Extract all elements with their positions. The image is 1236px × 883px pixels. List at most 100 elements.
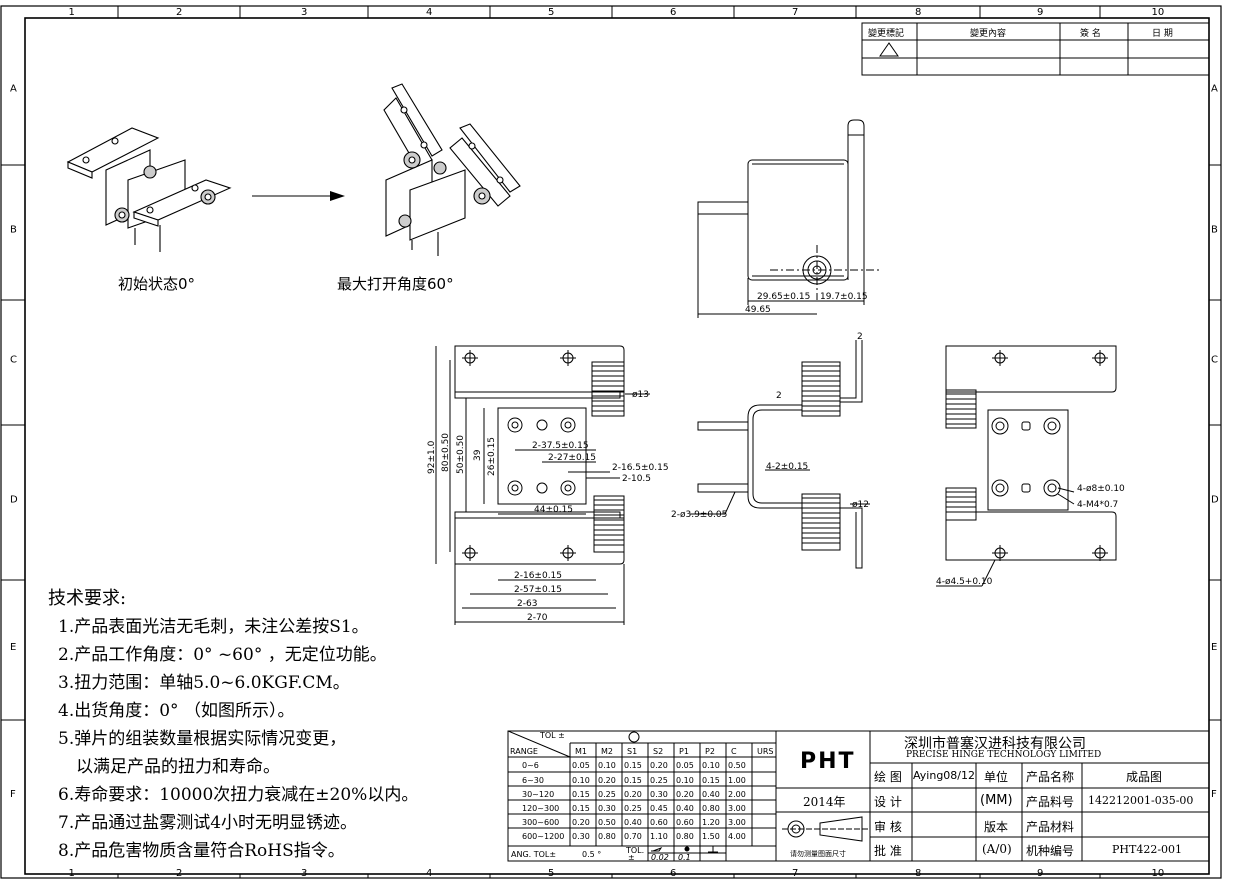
tol-cell: 0.30 bbox=[650, 790, 668, 799]
zone-row-label: F bbox=[1211, 789, 1217, 800]
tol-header: S1 bbox=[627, 747, 637, 756]
svg-text:PHT: PHT bbox=[800, 749, 856, 774]
zone-row-label: B bbox=[1211, 225, 1218, 236]
tol-cell: 0.10 bbox=[598, 761, 616, 770]
check-label: 审 核 bbox=[874, 820, 902, 834]
dim-2-mid: 2 bbox=[776, 391, 782, 401]
zone-row-label: E bbox=[1211, 642, 1217, 653]
version-label: 版本 bbox=[984, 820, 1009, 834]
tol-cell: 0.70 bbox=[624, 832, 642, 841]
tol-cell: 0.15 bbox=[572, 790, 590, 799]
tol-cell: 0.80 bbox=[598, 832, 616, 841]
requirement-item: 8.产品危害物质含量符合RoHS指令。 bbox=[58, 841, 345, 861]
tol-cell: 0.60 bbox=[650, 818, 668, 827]
tol-cell: 0.20 bbox=[572, 818, 590, 827]
zone-col-label: 6 bbox=[670, 7, 676, 18]
tol-cell: 4.00 bbox=[728, 832, 746, 841]
unit-label: 单位 bbox=[984, 770, 1009, 784]
tol-cell: 0.15 bbox=[624, 761, 642, 770]
hinge-open-illustration bbox=[383, 83, 521, 256]
tol-cell: 0.05 bbox=[676, 761, 694, 770]
runout-value: 0.1 bbox=[678, 853, 691, 862]
front-view bbox=[435, 345, 650, 625]
tol-cell: 3.00 bbox=[728, 804, 746, 813]
dim-2-top: 2 bbox=[857, 332, 863, 342]
tolerance-table bbox=[507, 730, 777, 862]
zone-col-label: 6 bbox=[670, 868, 676, 879]
tol-cell: 0.45 bbox=[650, 804, 668, 813]
zone-row-label: B bbox=[10, 225, 17, 236]
tol-cell: 0.80 bbox=[676, 832, 694, 841]
product-name-label: 产品名称 bbox=[1026, 770, 1075, 784]
caption-max-open: 最大打开角度60° bbox=[337, 275, 454, 293]
ang-tol-label: ANG. TOL± bbox=[511, 850, 556, 859]
zone-col-label: 2 bbox=[176, 7, 182, 18]
tol-header: S2 bbox=[653, 747, 663, 756]
dim-19-7: 19.7±0.15 bbox=[820, 292, 868, 302]
tol-header: C bbox=[731, 747, 737, 756]
middle-view bbox=[690, 340, 870, 569]
requirement-item: 7.产品通过盐雾测试4小时无明显锈迹。 bbox=[58, 813, 358, 833]
right-view bbox=[936, 345, 1117, 587]
tol-range: 300~600 bbox=[522, 818, 559, 827]
tol-cell: 0.05 bbox=[572, 761, 590, 770]
part-number-value: 142212001-035-00 bbox=[1088, 794, 1194, 807]
zone-row-label: C bbox=[1211, 355, 1218, 366]
ang-tol-value: 0.5 ° bbox=[582, 850, 601, 859]
revision-mark-header: 變更標記 bbox=[868, 29, 905, 39]
unit-value: (MM) bbox=[980, 793, 1013, 808]
model-value: PHT422-001 bbox=[1112, 843, 1183, 856]
tol-cell: 0.15 bbox=[572, 804, 590, 813]
tol-header: M1 bbox=[575, 747, 587, 756]
requirement-item: 1.产品表面光洁无毛刺，未注公差按S1。 bbox=[58, 617, 369, 637]
dim-phi-4-5: 4-ø4.5+0.10 bbox=[936, 577, 993, 587]
model-label: 机种编号 bbox=[1026, 844, 1075, 858]
tol-cell: 1.10 bbox=[650, 832, 668, 841]
revision-date-header: 日 期 bbox=[1152, 29, 1173, 39]
tol-cell: 1.50 bbox=[702, 832, 720, 841]
tol-range: 600~1200 bbox=[522, 832, 564, 841]
dim-29-65: 29.65±0.15 bbox=[757, 292, 810, 302]
tol-cell: 0.50 bbox=[598, 818, 616, 827]
state-arrow bbox=[252, 191, 345, 201]
zone-col-label: 8 bbox=[915, 7, 921, 18]
zone-row-label: D bbox=[10, 495, 18, 506]
requirement-item: 以满足产品的扭力和寿命。 bbox=[76, 757, 280, 777]
tol-cell: 0.40 bbox=[624, 818, 642, 827]
tol-cell: 0.10 bbox=[572, 776, 590, 785]
tol-range: 0~6 bbox=[522, 761, 539, 770]
technical-requirements: 技术要求: 1.产品表面光洁无毛刺，未注公差按S1。 2.产品工作角度：0° ~… bbox=[48, 585, 508, 865]
revision-content-header: 變更內容 bbox=[970, 29, 1007, 39]
tol-corner-bottom: RANGE bbox=[510, 747, 538, 756]
company-name-cn: 深圳市普塞汉进科技有限公司 bbox=[904, 736, 1086, 752]
dim-57: 2-57±0.15 bbox=[514, 585, 562, 595]
dim-80: 80±0.50 bbox=[441, 433, 451, 472]
tol-range: 120~300 bbox=[522, 804, 559, 813]
tol-cell: 1.00 bbox=[728, 776, 746, 785]
tol-range: 30~120 bbox=[522, 790, 554, 799]
projection-cone-icon bbox=[819, 816, 863, 842]
tol-header: URS bbox=[757, 747, 774, 756]
dim-phi-8: 4-ø8±0.10 bbox=[1077, 484, 1125, 494]
dim-10-5: 2-10.5 bbox=[622, 474, 651, 484]
dim-63: 2-63 bbox=[517, 599, 537, 609]
inner-border bbox=[24, 17, 1210, 875]
approve-label: 批 准 bbox=[874, 844, 902, 858]
dim-37-5: 2-37.5±0.15 bbox=[532, 441, 589, 451]
tol-cell: 0.10 bbox=[676, 776, 694, 785]
zone-col-label: 5 bbox=[548, 7, 554, 18]
dim-phi-3-9: 2-ø3.9±0.05 bbox=[671, 510, 727, 520]
revision-triangle-icon bbox=[879, 42, 899, 57]
roundness-icon bbox=[628, 731, 640, 743]
tol-cell: 0.40 bbox=[676, 804, 694, 813]
tol-range: 6~30 bbox=[522, 776, 544, 785]
flatness-value: 0.02 bbox=[651, 853, 669, 862]
draw-value: Aying08/12 bbox=[913, 769, 975, 782]
tol-cell: 0.20 bbox=[624, 790, 642, 799]
zone-col-label: 7 bbox=[792, 7, 798, 18]
draw-label: 绘 图 bbox=[874, 770, 902, 784]
zone-col-label: 5 bbox=[548, 868, 554, 879]
